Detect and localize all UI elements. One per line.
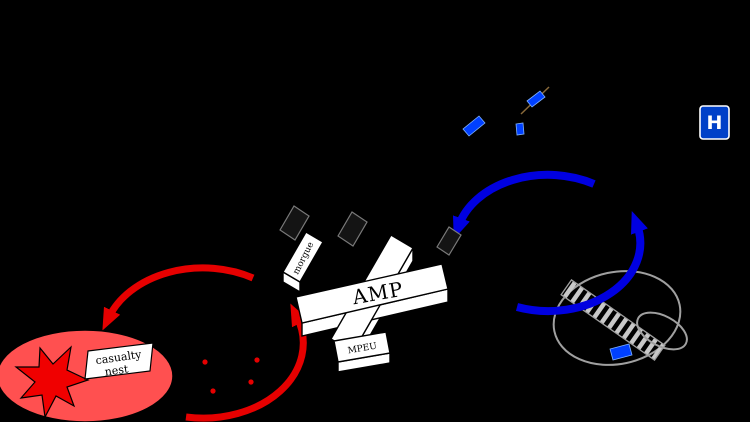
hospital-sign-letter: H [707,112,723,134]
ambulance-at-helicopter-icon [609,343,633,361]
morgue-annex-roof [282,231,324,283]
ambulance-icon [526,90,546,108]
casualty-nest-label-box [84,342,154,380]
tent-icon [337,211,368,247]
amp-building: AMP morgue MPEU [282,231,449,373]
red-circulation-arrow [102,264,309,422]
hospital-sign: H [699,105,730,140]
blue-circulation-arrow [452,170,648,316]
casualty-dot [248,379,254,385]
tent-sketches [279,205,462,256]
casualty-nest-area: casualty nest [0,329,174,422]
tent-icon [279,205,310,241]
casualty-dot [210,388,216,394]
rotor-disk-outline [552,270,682,366]
ambulance-icon [515,122,525,136]
casualty-dot [202,359,208,365]
mpeu-annex-roof [333,331,391,363]
rotor-blade-striped [560,279,666,361]
ambulance-icon [462,115,486,137]
blue-loop-lower-arc [515,210,648,316]
helicopter-sketch [552,270,688,366]
hospital-sign-plate [699,105,730,140]
ambulance-route [462,86,550,137]
blue-loop-upper-arc [452,170,596,240]
red-loop-upper-arc [102,264,255,331]
explosion-starburst-icon [14,345,90,419]
casualty-nest-label-line2: nest [104,362,130,378]
tent-icon [436,226,462,256]
fuselage-outline [636,311,688,351]
casualty-nest-label-line1: casualty [95,348,143,367]
casualty-dot [254,357,260,363]
red-loop-lower-arc [185,303,309,422]
stretcher-bearer-dots [202,357,260,394]
amp-roof-long [295,263,449,324]
